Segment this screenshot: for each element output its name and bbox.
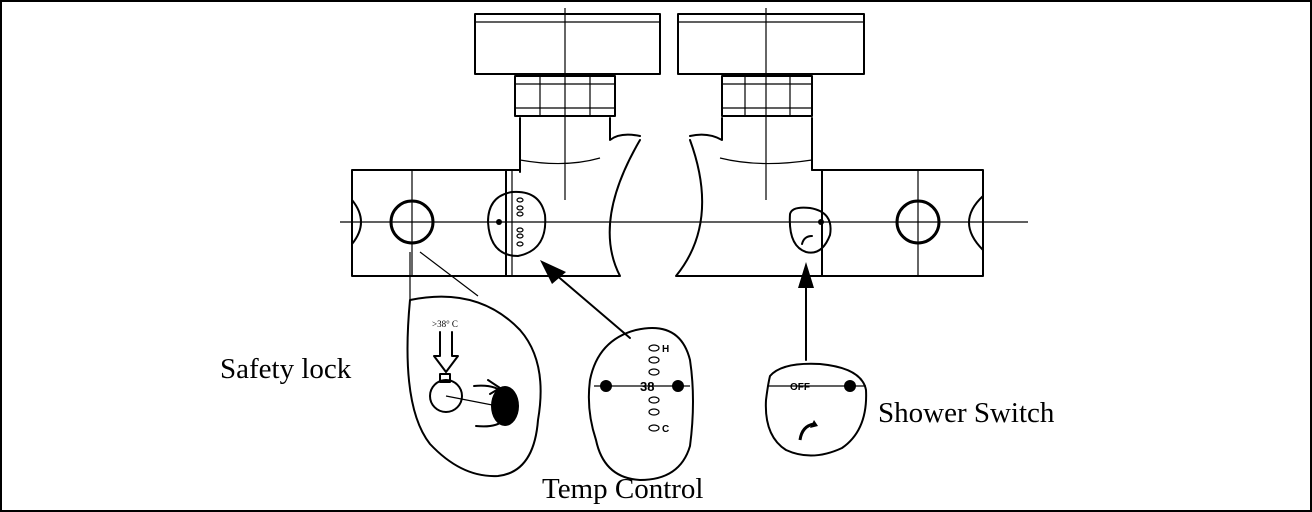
temp-control-detail: H 38 C bbox=[587, 327, 694, 481]
safety-lock-label: Safety lock bbox=[220, 353, 352, 385]
shower-switch-detail: OFF bbox=[764, 362, 868, 457]
lock-leader bbox=[409, 251, 479, 300]
left-stem-neck bbox=[519, 117, 641, 173]
off-mark: OFF bbox=[790, 382, 810, 393]
temp-value: 38 bbox=[640, 379, 654, 394]
safety-lock-detail: >38° C bbox=[406, 295, 542, 478]
hot-mark: H bbox=[662, 344, 669, 355]
temp-limit-text: >38° C bbox=[432, 319, 458, 329]
temp-dial-small bbox=[487, 190, 547, 257]
temp-control-label: Temp Control bbox=[542, 473, 703, 505]
cold-mark: C bbox=[662, 424, 669, 435]
right-nut bbox=[721, 75, 813, 117]
shower-switch-label: Shower Switch bbox=[878, 397, 1055, 429]
left-nut bbox=[514, 75, 616, 117]
switch-dial-small bbox=[788, 206, 832, 254]
left-handle bbox=[474, 8, 661, 200]
switch-arrow bbox=[798, 262, 814, 361]
temp-arrow bbox=[540, 260, 631, 339]
right-stem-neck bbox=[689, 117, 813, 171]
right-valve-body bbox=[675, 139, 984, 277]
right-handle bbox=[677, 8, 865, 200]
